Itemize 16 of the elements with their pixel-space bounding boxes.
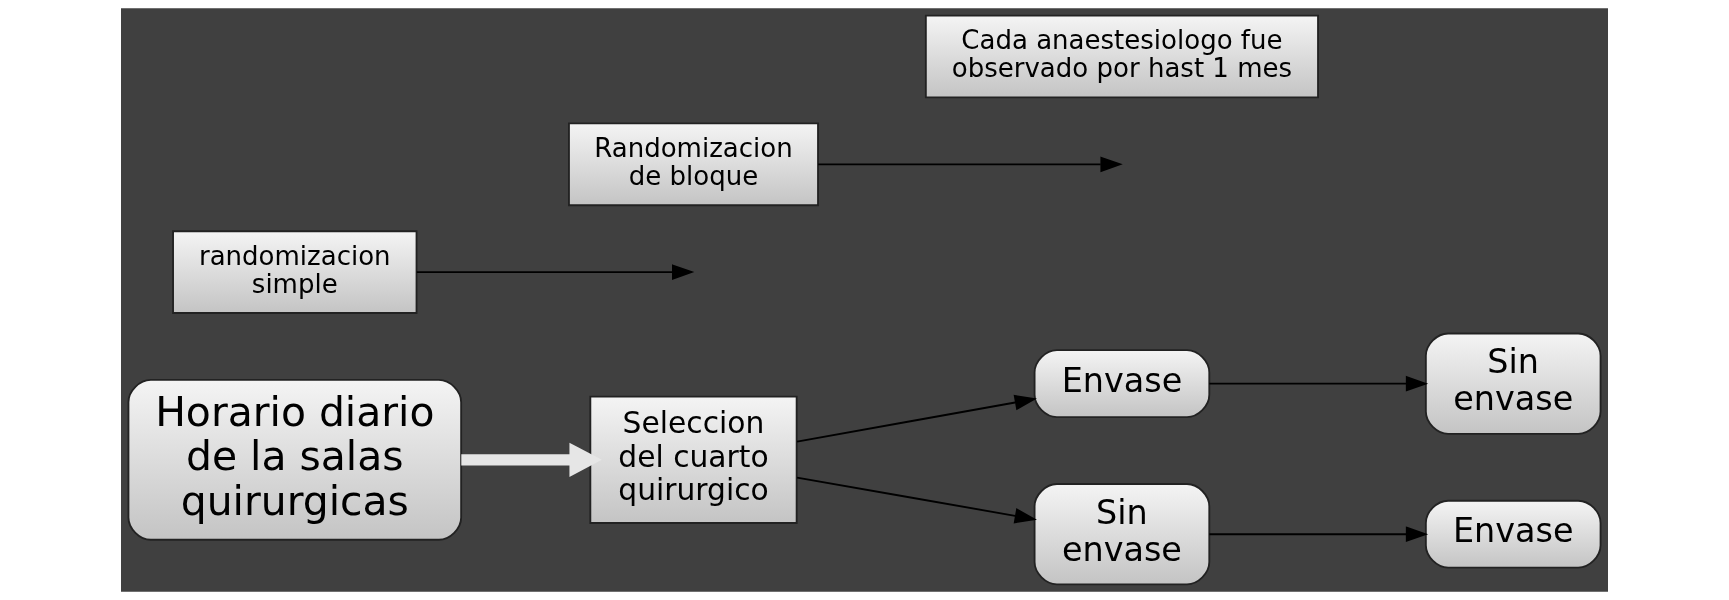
node-box: Sin envase: [1033, 483, 1211, 586]
node-box: Randomizacion de bloque: [568, 122, 819, 207]
node-box: Envase: [1424, 499, 1602, 569]
arrow: [1208, 526, 1429, 543]
node-box: randomizacion simple: [172, 230, 418, 314]
arrow: [1208, 375, 1429, 392]
arrow: [796, 394, 1037, 443]
node-box: Horario diario de la salas quirurgicas: [127, 379, 463, 541]
arrow: [461, 442, 602, 477]
node-box: Sin envase: [1424, 332, 1602, 435]
node-box: Seleccion del cuarto quirurgico: [589, 395, 798, 524]
arrow: [415, 264, 695, 280]
node-box: Envase: [1033, 349, 1211, 419]
node-box: Cada anaestesiologo fue observado por hast 1 mes: [924, 14, 1319, 99]
arrow: [796, 476, 1037, 524]
arrow: [817, 156, 1123, 173]
